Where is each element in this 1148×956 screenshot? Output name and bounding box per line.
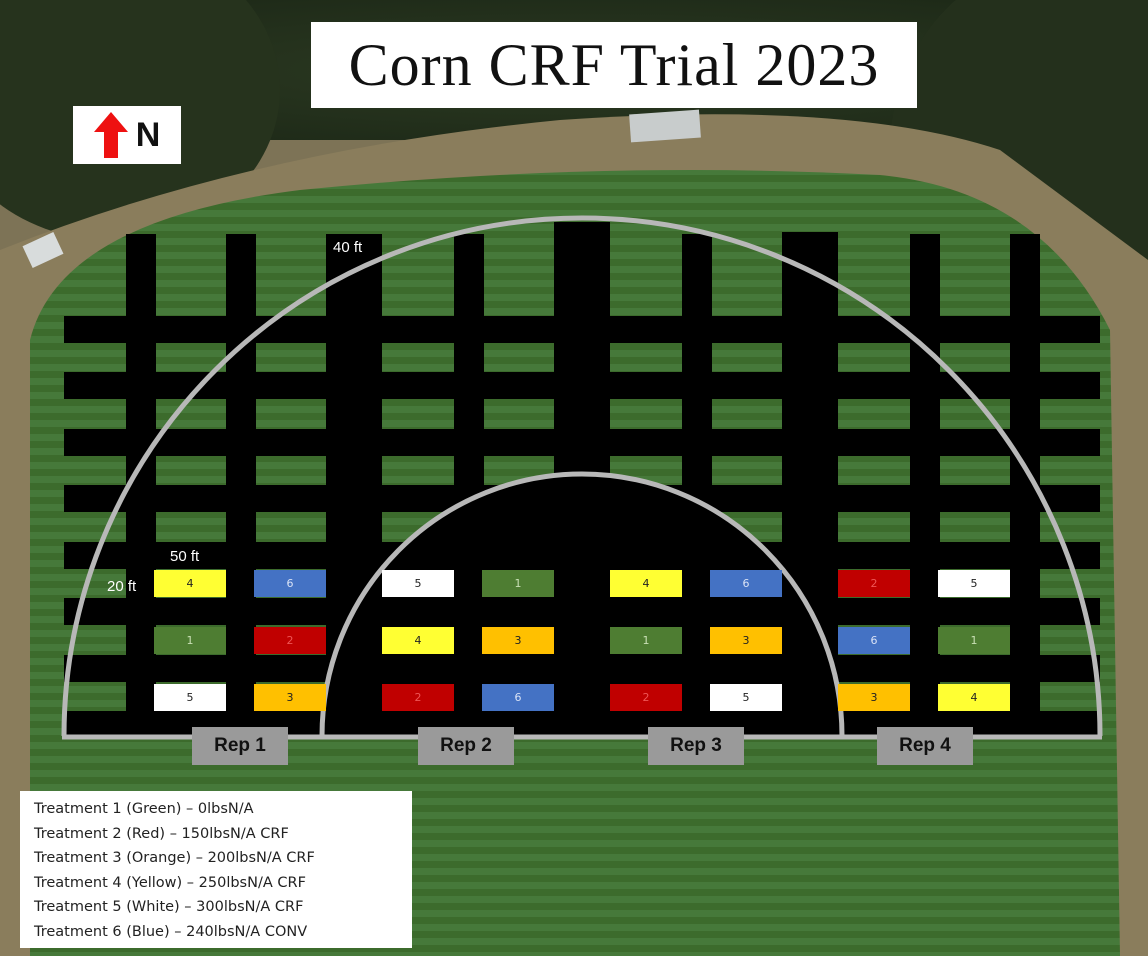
plot-rep4-r1-a: 2	[838, 570, 910, 597]
legend-item: Treatment 4 (Yellow) – 250lbsN/A CRF	[34, 874, 306, 891]
map-title: Corn CRF Trial 2023	[348, 31, 880, 98]
label-arc-radius: 40 ft	[333, 239, 363, 256]
plot-rep4-r2-b: 1	[938, 627, 1010, 654]
plot-rep1-r2-a: 1	[154, 627, 226, 654]
plot-rep3-r3-a: 2	[610, 684, 682, 711]
shed	[629, 109, 701, 143]
north-label: N	[135, 115, 161, 154]
plot-rep2-r3-b: 6	[482, 684, 554, 711]
plot-rep3-r2-a: 1	[610, 627, 682, 654]
plot-rep1-r3-b: 3	[254, 684, 326, 711]
plot-rep4-r2-a: 6	[838, 627, 910, 654]
plot-rep4-r3-b: 4	[938, 684, 1010, 711]
north-indicator: N	[73, 106, 181, 164]
rep-label-3: Rep 3	[648, 727, 744, 765]
inner-arc	[319, 471, 845, 737]
legend-item: Treatment 3 (Orange) – 200lbsN/A CRF	[34, 850, 315, 866]
plot-rep2-r2-a: 4	[382, 627, 454, 654]
plot-rep1-r2-b: 2	[254, 627, 326, 654]
label-plot-length: 50 ft	[170, 548, 200, 565]
plot-rep1-r1-b: 6	[254, 570, 326, 597]
treatment-legend: Treatment 1 (Green) – 0lbsN/A Treatment …	[20, 791, 412, 948]
label-plot-width: 20 ft	[107, 578, 137, 595]
plot-rep3-r2-b: 3	[710, 627, 782, 654]
plot-rep3-r1-b: 6	[710, 570, 782, 597]
plot-rep2-r3-a: 2	[382, 684, 454, 711]
plot-rep3-r3-b: 5	[710, 684, 782, 711]
outer-arc	[61, 215, 1103, 737]
plot-rep4-r3-a: 3	[838, 684, 910, 711]
plot-rep3-r1-a: 4	[610, 570, 682, 597]
legend-item: Treatment 2 (Red) – 150lbsN/A CRF	[34, 825, 289, 842]
title-box: Corn CRF Trial 2023	[311, 22, 917, 108]
plot-rep4-r1-b: 5	[938, 570, 1010, 597]
plot-rep2-r1-b: 1	[482, 570, 554, 597]
legend-item: Treatment 5 (White) – 300lbsN/A CRF	[34, 899, 304, 915]
shed-small	[22, 231, 64, 269]
plot-rep2-r2-b: 3	[482, 627, 554, 654]
plot-rep2-r1-a: 5	[382, 570, 454, 597]
plot-rep1-r1-a: 4	[154, 570, 226, 597]
rep-label-1: Rep 1	[192, 727, 288, 765]
rep-label-2: Rep 2	[418, 727, 514, 765]
legend-item: Treatment 1 (Green) – 0lbsN/A	[34, 801, 254, 817]
legend-item: Treatment 6 (Blue) – 240lbsN/A CONV	[34, 923, 308, 940]
plot-rep1-r3-a: 5	[154, 684, 226, 711]
rep-label-4: Rep 4	[877, 727, 973, 765]
north-arrow-icon	[93, 112, 128, 158]
